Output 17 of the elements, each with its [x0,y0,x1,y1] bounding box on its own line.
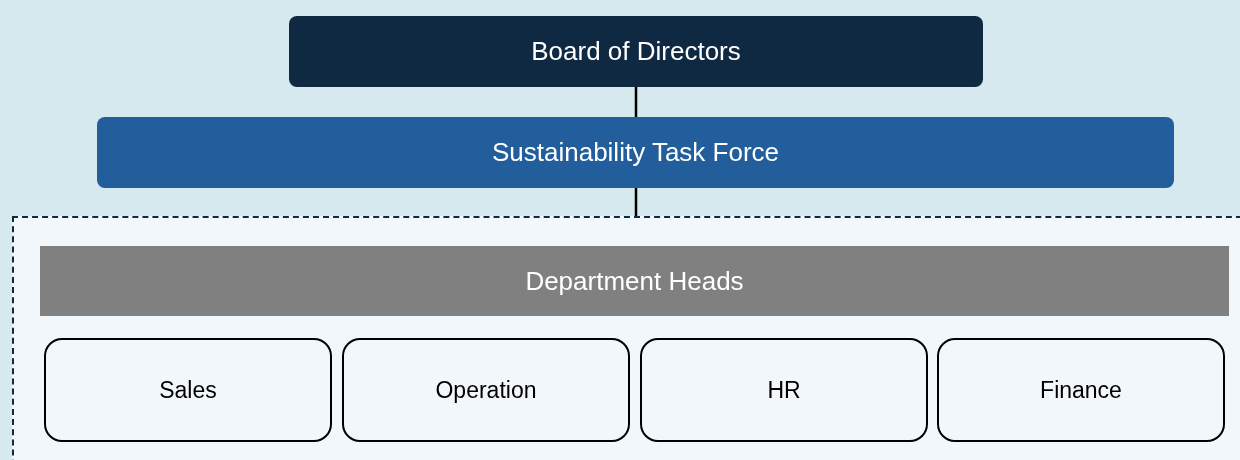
connector-line [634,188,638,216]
department-box [342,338,630,442]
header-bar [40,246,1229,316]
node-label: Sales [158,376,218,404]
board-box [289,16,983,87]
node-label: Sustainability Task Force [490,137,781,168]
node-label: HR [766,376,802,404]
task-force-box [97,117,1174,188]
node-label: Board of Directors [530,36,742,67]
node-label: Operation [434,376,538,404]
node-label: Department Heads [524,265,745,297]
department-box [937,338,1225,442]
dashed-group-box [12,216,1240,460]
node-label: Finance [1039,376,1123,404]
connector-line [634,87,638,117]
department-box [640,338,928,442]
department-box [44,338,332,442]
